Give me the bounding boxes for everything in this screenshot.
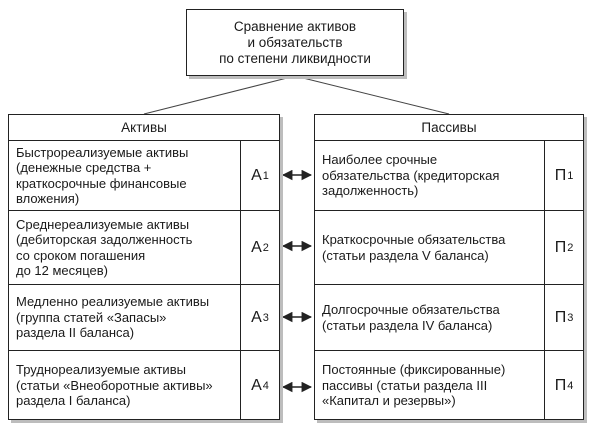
liability-row-p4: Постоянные (фиксированные) пассивы (стат…	[315, 351, 583, 420]
asset-row-a3: Медленно реализуемые активы (группа стат…	[9, 285, 279, 351]
title-to-assets-line	[143, 75, 296, 115]
liability-row-p1: Наиболее срочные обязательства (кредитор…	[315, 141, 583, 211]
asset-row-a1: Быстрореализуемые активы (денежные средс…	[9, 141, 279, 211]
asset-description: Среднереализуемые активы (дебиторская за…	[16, 216, 193, 279]
liability-row-p2: Краткосрочные обязательства (статьи разд…	[315, 211, 583, 285]
liability-row-p3: Долгосрочные обязательства (статьи разде…	[315, 285, 583, 351]
liability-description: Наиболее срочные обязательства (кредитор…	[322, 152, 500, 199]
diagram-title: Сравнение активов и обязательств по степ…	[186, 9, 404, 76]
asset-description: Труднореализуемые активы (статьи «Внеобо…	[16, 362, 213, 409]
assets-header: Активы	[9, 115, 279, 141]
asset-description: Медленно реализуемые активы (группа стат…	[16, 294, 210, 341]
asset-row-a2: Среднереализуемые активы (дебиторская за…	[9, 211, 279, 285]
liabilities-header: Пассивы	[315, 115, 583, 141]
liabilities-column: Пассивы Наиболее срочные обязательства (…	[314, 114, 584, 420]
asset-row-a4: Труднореализуемые активы (статьи «Внеобо…	[9, 351, 279, 420]
liability-description: Постоянные (фиксированные) пассивы (стат…	[322, 362, 506, 409]
liability-description: Долгосрочные обязательства (статьи разде…	[322, 302, 500, 333]
assets-column: Активы Быстрореализуемые активы (денежны…	[8, 114, 280, 420]
asset-description: Быстрореализуемые активы (денежные средс…	[16, 144, 189, 207]
title-to-liabilities-line	[294, 75, 450, 115]
liability-description: Краткосрочные обязательства (статьи разд…	[322, 232, 506, 263]
